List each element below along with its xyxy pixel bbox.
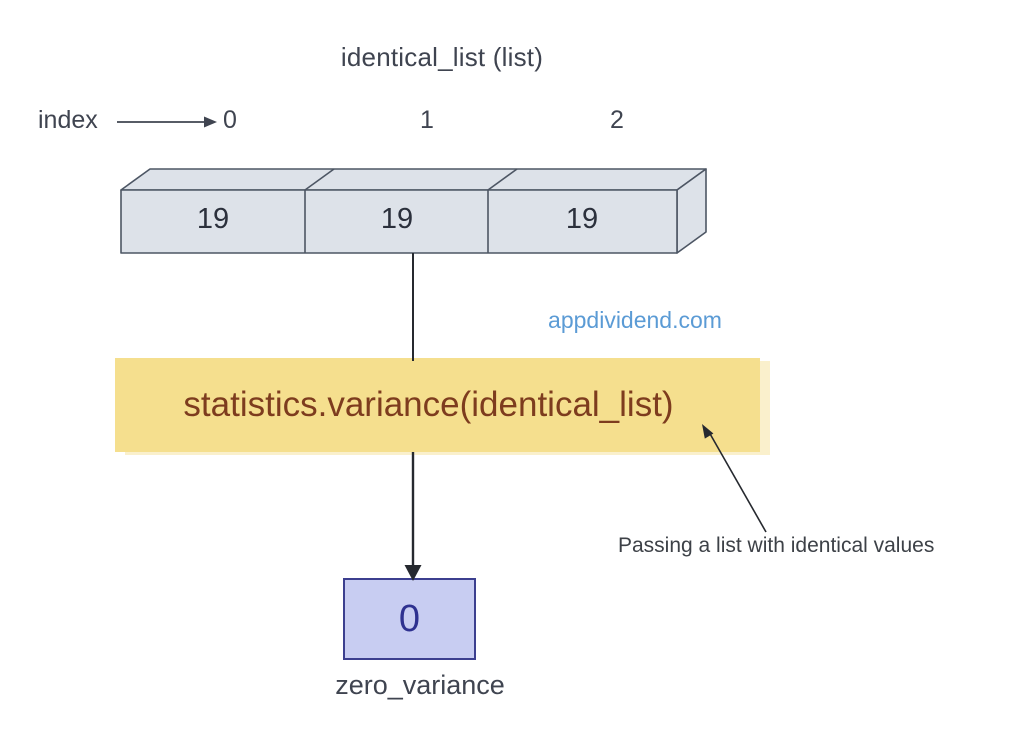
diagram-title: identical_list (list) — [340, 42, 544, 72]
connector-function-to-result-arrow-icon — [404, 452, 422, 581]
array-top-face — [120, 168, 707, 191]
result-variable-label: zero_variance — [335, 670, 505, 700]
array-cell-value-2: 19 — [565, 203, 599, 235]
index-value-1: 1 — [420, 106, 434, 134]
index-value-2: 2 — [610, 106, 624, 134]
watermark-text: appdividend.com — [548, 307, 722, 333]
result-value: 0 — [398, 597, 421, 640]
array-cell-value-0: 19 — [196, 203, 230, 235]
cell-divider-top — [487, 168, 518, 191]
array-cell-value-1: 19 — [380, 203, 414, 235]
annotation-arrow-icon — [702, 424, 767, 533]
array-front-face — [120, 189, 678, 254]
index-label: index — [38, 106, 98, 134]
function-call-box: statistics.variance(identical_list) — [115, 358, 760, 452]
index-arrow-icon — [117, 116, 217, 128]
annotation-text: Passing a list with identical values — [618, 534, 935, 557]
index-value-0: 0 — [223, 106, 237, 134]
array-3d — [120, 168, 707, 254]
cell-divider-top — [304, 168, 335, 191]
result-box: 0 — [343, 578, 476, 660]
function-call-code: statistics.variance(identical_list) — [183, 385, 674, 424]
